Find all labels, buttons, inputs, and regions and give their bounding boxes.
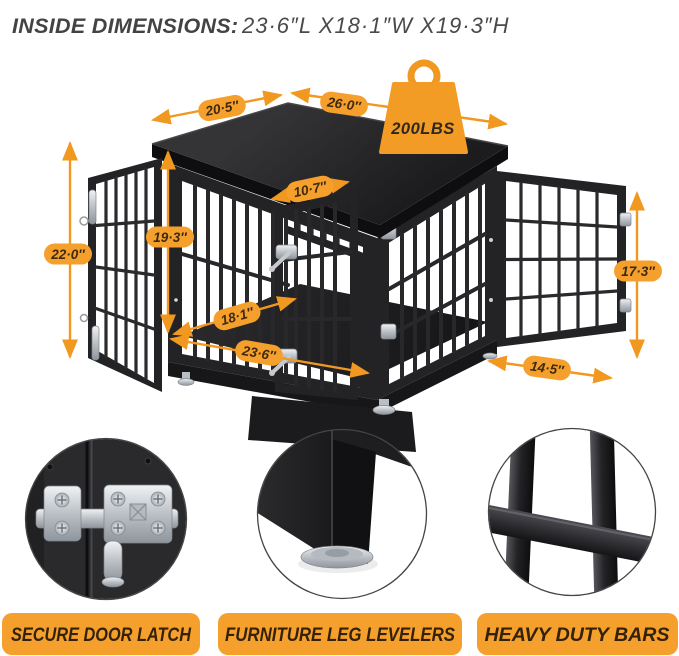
weight-badge-label: 200LBS [390, 120, 455, 138]
dim-label-inner-height: 19·3″ [146, 226, 194, 248]
door-latch-icon [26, 439, 186, 599]
left-door [79, 158, 162, 392]
svg-text:19·3″: 19·3″ [153, 230, 187, 245]
svg-text:20·5″: 20·5″ [203, 98, 240, 119]
crate-illustration [79, 102, 632, 452]
svg-text:FURNITURE LEG LEVELERS: FURNITURE LEG LEVELERS [225, 625, 455, 646]
front-door-latch-top [269, 244, 298, 272]
feature-label-bars: HEAVY DUTY BARS [477, 613, 678, 655]
dim-label-front-door-width: 10·7″ [286, 175, 334, 203]
leg-leveler-icon [258, 430, 426, 573]
svg-text:SECURE DOOR LATCH: SECURE DOOR LATCH [11, 625, 192, 646]
dim-label-overall-height: 22·0″ [44, 243, 92, 265]
feature-circle-latch [24, 437, 188, 601]
feature-circle-bars [487, 427, 657, 597]
left-door-latch [79, 189, 100, 361]
dim-label-top-depth: 20·5″ [198, 94, 246, 122]
svg-text:22·0″: 22·0″ [50, 247, 85, 262]
dim-label-top-width: 26·0″ [320, 91, 368, 117]
cage-right-face [372, 166, 497, 400]
svg-text:17·3″: 17·3″ [621, 264, 655, 279]
feature-label-levelers: FURNITURE LEG LEVELERS [218, 613, 462, 655]
svg-text:26·0″: 26·0″ [325, 94, 362, 114]
dim-label-inner-depth: 18·1″ [213, 301, 261, 331]
feature-circle-leveler [256, 428, 428, 600]
svg-text:HEAVY DUTY BARS: HEAVY DUTY BARS [485, 625, 670, 646]
heavy-bars-icon [489, 429, 655, 595]
dim-label-side-door-width: 14·5″ [523, 355, 571, 381]
dim-label-inner-width: 23·6″ [235, 340, 283, 366]
right-door-hinges [619, 212, 632, 313]
svg-text:10·7″: 10·7″ [292, 178, 328, 200]
right-door [497, 171, 632, 347]
title-label: INSIDE DIMENSIONS: [12, 14, 238, 38]
weight-badge: 200LBS [379, 59, 468, 154]
dimension-labels: 20·5″ 26·0″ 10·7″ 19·3″ 22·0″ 18·1″ 23·6… [44, 91, 662, 381]
title-value: 23·6″L X18·1″W X19·3″H [241, 13, 510, 38]
dim-label-side-door-height: 17·3″ [614, 260, 662, 282]
feature-labels: SECURE DOOR LATCH FURNITURE LEG LEVELERS… [2, 613, 678, 655]
weight-icon [379, 82, 468, 154]
svg-text:23·6″: 23·6″ [240, 343, 277, 364]
page-title: INSIDE DIMENSIONS: 23·6″L X18·1″W X19·3″… [12, 13, 510, 38]
svg-text:14·5″: 14·5″ [529, 359, 565, 379]
feature-label-latch: SECURE DOOR LATCH [2, 613, 200, 655]
